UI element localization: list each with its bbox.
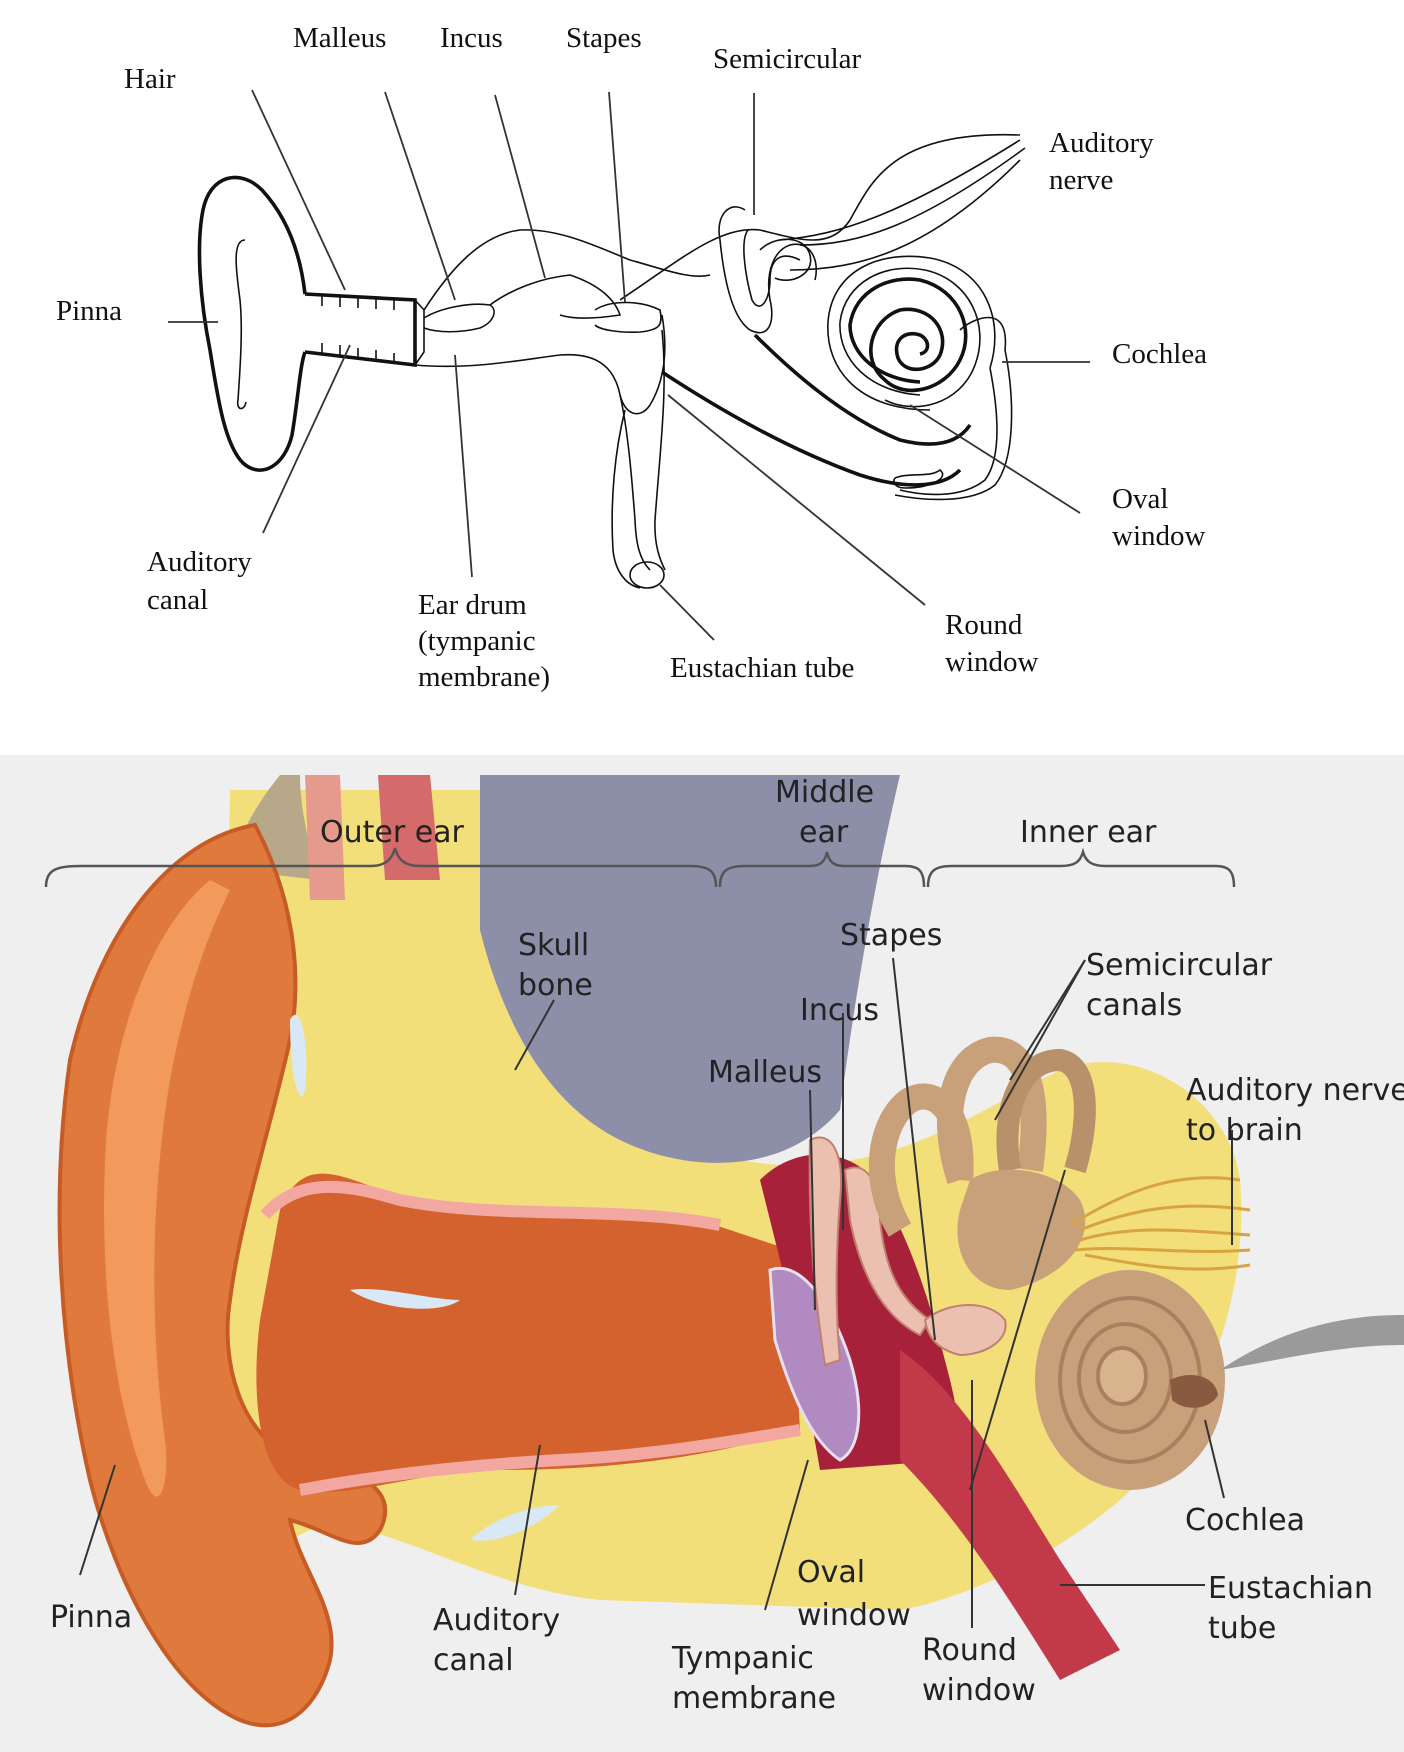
label-pinna: Pinna [56,295,122,327]
nerve-lines [779,139,1026,271]
auditory-canal-shape [256,1173,800,1493]
label-oval-window-2: window [1112,520,1206,552]
tympanic-membrane-shape [768,1267,861,1462]
label-auditory-nerve-2: to brain [1186,1113,1303,1148]
tissue-strip-1 [305,775,345,900]
semicircular-canal-inner [743,229,801,307]
label-round-window-2: window [945,646,1039,678]
eustachian-tube-opening [629,561,665,589]
label-hair: Hair [124,63,176,95]
label-tympanic-membrane-2: membrane [672,1681,836,1716]
label-round-window-2: window [922,1673,1036,1708]
cartilage-highlight-3 [470,1505,560,1541]
eustachian-tube-shape [619,314,666,415]
incus-shape [489,274,622,319]
label-auditory-nerve-2: nerve [1049,164,1113,196]
label-incus: Incus [800,993,879,1028]
ear-drum [414,299,425,366]
canal-hairs [321,296,395,363]
label-outer-ear: Outer ear [320,815,465,850]
label-auditory-canal-2: canal [147,584,208,616]
pinna-outline [197,175,307,472]
auditory-nerve-fibers [1069,1176,1251,1271]
cochlea-duct-2 [753,333,972,446]
label-eustachian-tube: Eustachian tube [670,652,854,684]
label-stapes: Stapes [566,22,642,54]
middle-ear-bracket [718,851,926,888]
label-auditory-canal-1: Auditory [147,546,252,578]
round-window-patch [893,468,944,489]
label-middle-ear-1: Middle [775,775,874,810]
cartilage-highlight-1 [290,1014,307,1097]
label-skull-bone-1: Skull [518,928,589,963]
cranial-cavity [480,775,900,1163]
eustachian-tube-shape-color [900,1350,1120,1680]
label-stapes: Stapes [840,918,942,953]
vestibule-body [957,1169,1086,1290]
middle-ear-floor [414,353,651,571]
label-ear-drum-3: membrane) [418,661,550,693]
label-cochlea: Cochlea [1185,1503,1305,1538]
canal-pink-lining-bottom [298,1424,801,1496]
color-illustration: Outer ear Middle ear Inner ear Skull bon… [0,755,1404,1752]
inner-ear-bracket [926,847,1236,888]
label-malleus: Malleus [708,1055,822,1090]
label-ear-drum-1: Ear drum [418,589,527,621]
stapes-bone [923,1304,1007,1357]
bottom-leader-lines [79,957,1233,1628]
middle-ear-cavity [423,229,711,311]
semicircular-canal-3 [996,1048,1096,1174]
top-leader-lines [168,89,1090,641]
eustachian-tube-lower [611,409,641,589]
label-inner-ear: Inner ear [1020,815,1157,850]
label-semicircular-canals-2: canals [1086,988,1182,1023]
auditory-canal-outline [304,292,417,368]
line-diagram: Hair Malleus Incus Stapes Semicircular A… [56,22,1207,693]
vestibule-curves [619,133,1021,301]
malleus-shape [423,303,495,333]
label-pinna: Pinna [50,1600,132,1635]
label-auditory-nerve-1: Auditory nerve [1186,1073,1404,1108]
label-middle-ear-2: ear [799,815,849,850]
label-round-window-1: Round [945,609,1023,641]
pinna-inner-fold [235,239,247,410]
label-semicircular: Semicircular [713,43,862,75]
pinna-rim-shading [104,880,230,1497]
label-auditory-canal-2: canal [433,1643,514,1678]
outer-ear-bracket [44,847,718,888]
semicircular-canal-loop [759,238,812,282]
label-ear-drum-2: (tympanic [418,625,536,657]
label-tympanic-membrane-1: Tympanic [671,1641,814,1676]
region-brackets [44,847,1236,888]
eustachian-tube-wall [654,329,666,571]
semicircular-canal-outer [718,206,817,334]
label-auditory-canal-1: Auditory [433,1603,560,1638]
malleus-bone [808,1136,842,1367]
label-round-window-1: Round [922,1633,1017,1668]
label-semicircular-canals-1: Semicircular [1086,948,1273,983]
cochlea-cut-end [1170,1375,1218,1408]
label-auditory-nerve-1: Auditory [1049,127,1154,159]
semicircular-canal-2 [937,1036,1047,1185]
label-oval-window-1: Oval [797,1555,865,1590]
label-incus: Incus [440,22,503,54]
top-labels: Hair Malleus Incus Stapes Semicircular A… [56,22,1207,693]
label-oval-window-2: window [797,1598,911,1633]
stapes-shape [594,301,662,333]
bottom-labels: Outer ear Middle ear Inner ear Skull bon… [50,775,1404,1716]
canal-pink-lining-top [260,1180,722,1231]
cartilage-highlight-2 [350,1288,460,1309]
label-eustachian-tube-2: tube [1208,1611,1276,1646]
label-oval-window-1: Oval [1112,483,1168,515]
right-grey-wedge [1220,1315,1404,1370]
cochlea-spiral [827,255,1013,501]
label-eustachian-tube-1: Eustachian [1208,1571,1373,1606]
label-malleus: Malleus [293,22,386,54]
inner-ear-structure [868,1036,1225,1490]
label-skull-bone-2: bone [518,968,593,1003]
label-cochlea: Cochlea [1112,338,1207,370]
